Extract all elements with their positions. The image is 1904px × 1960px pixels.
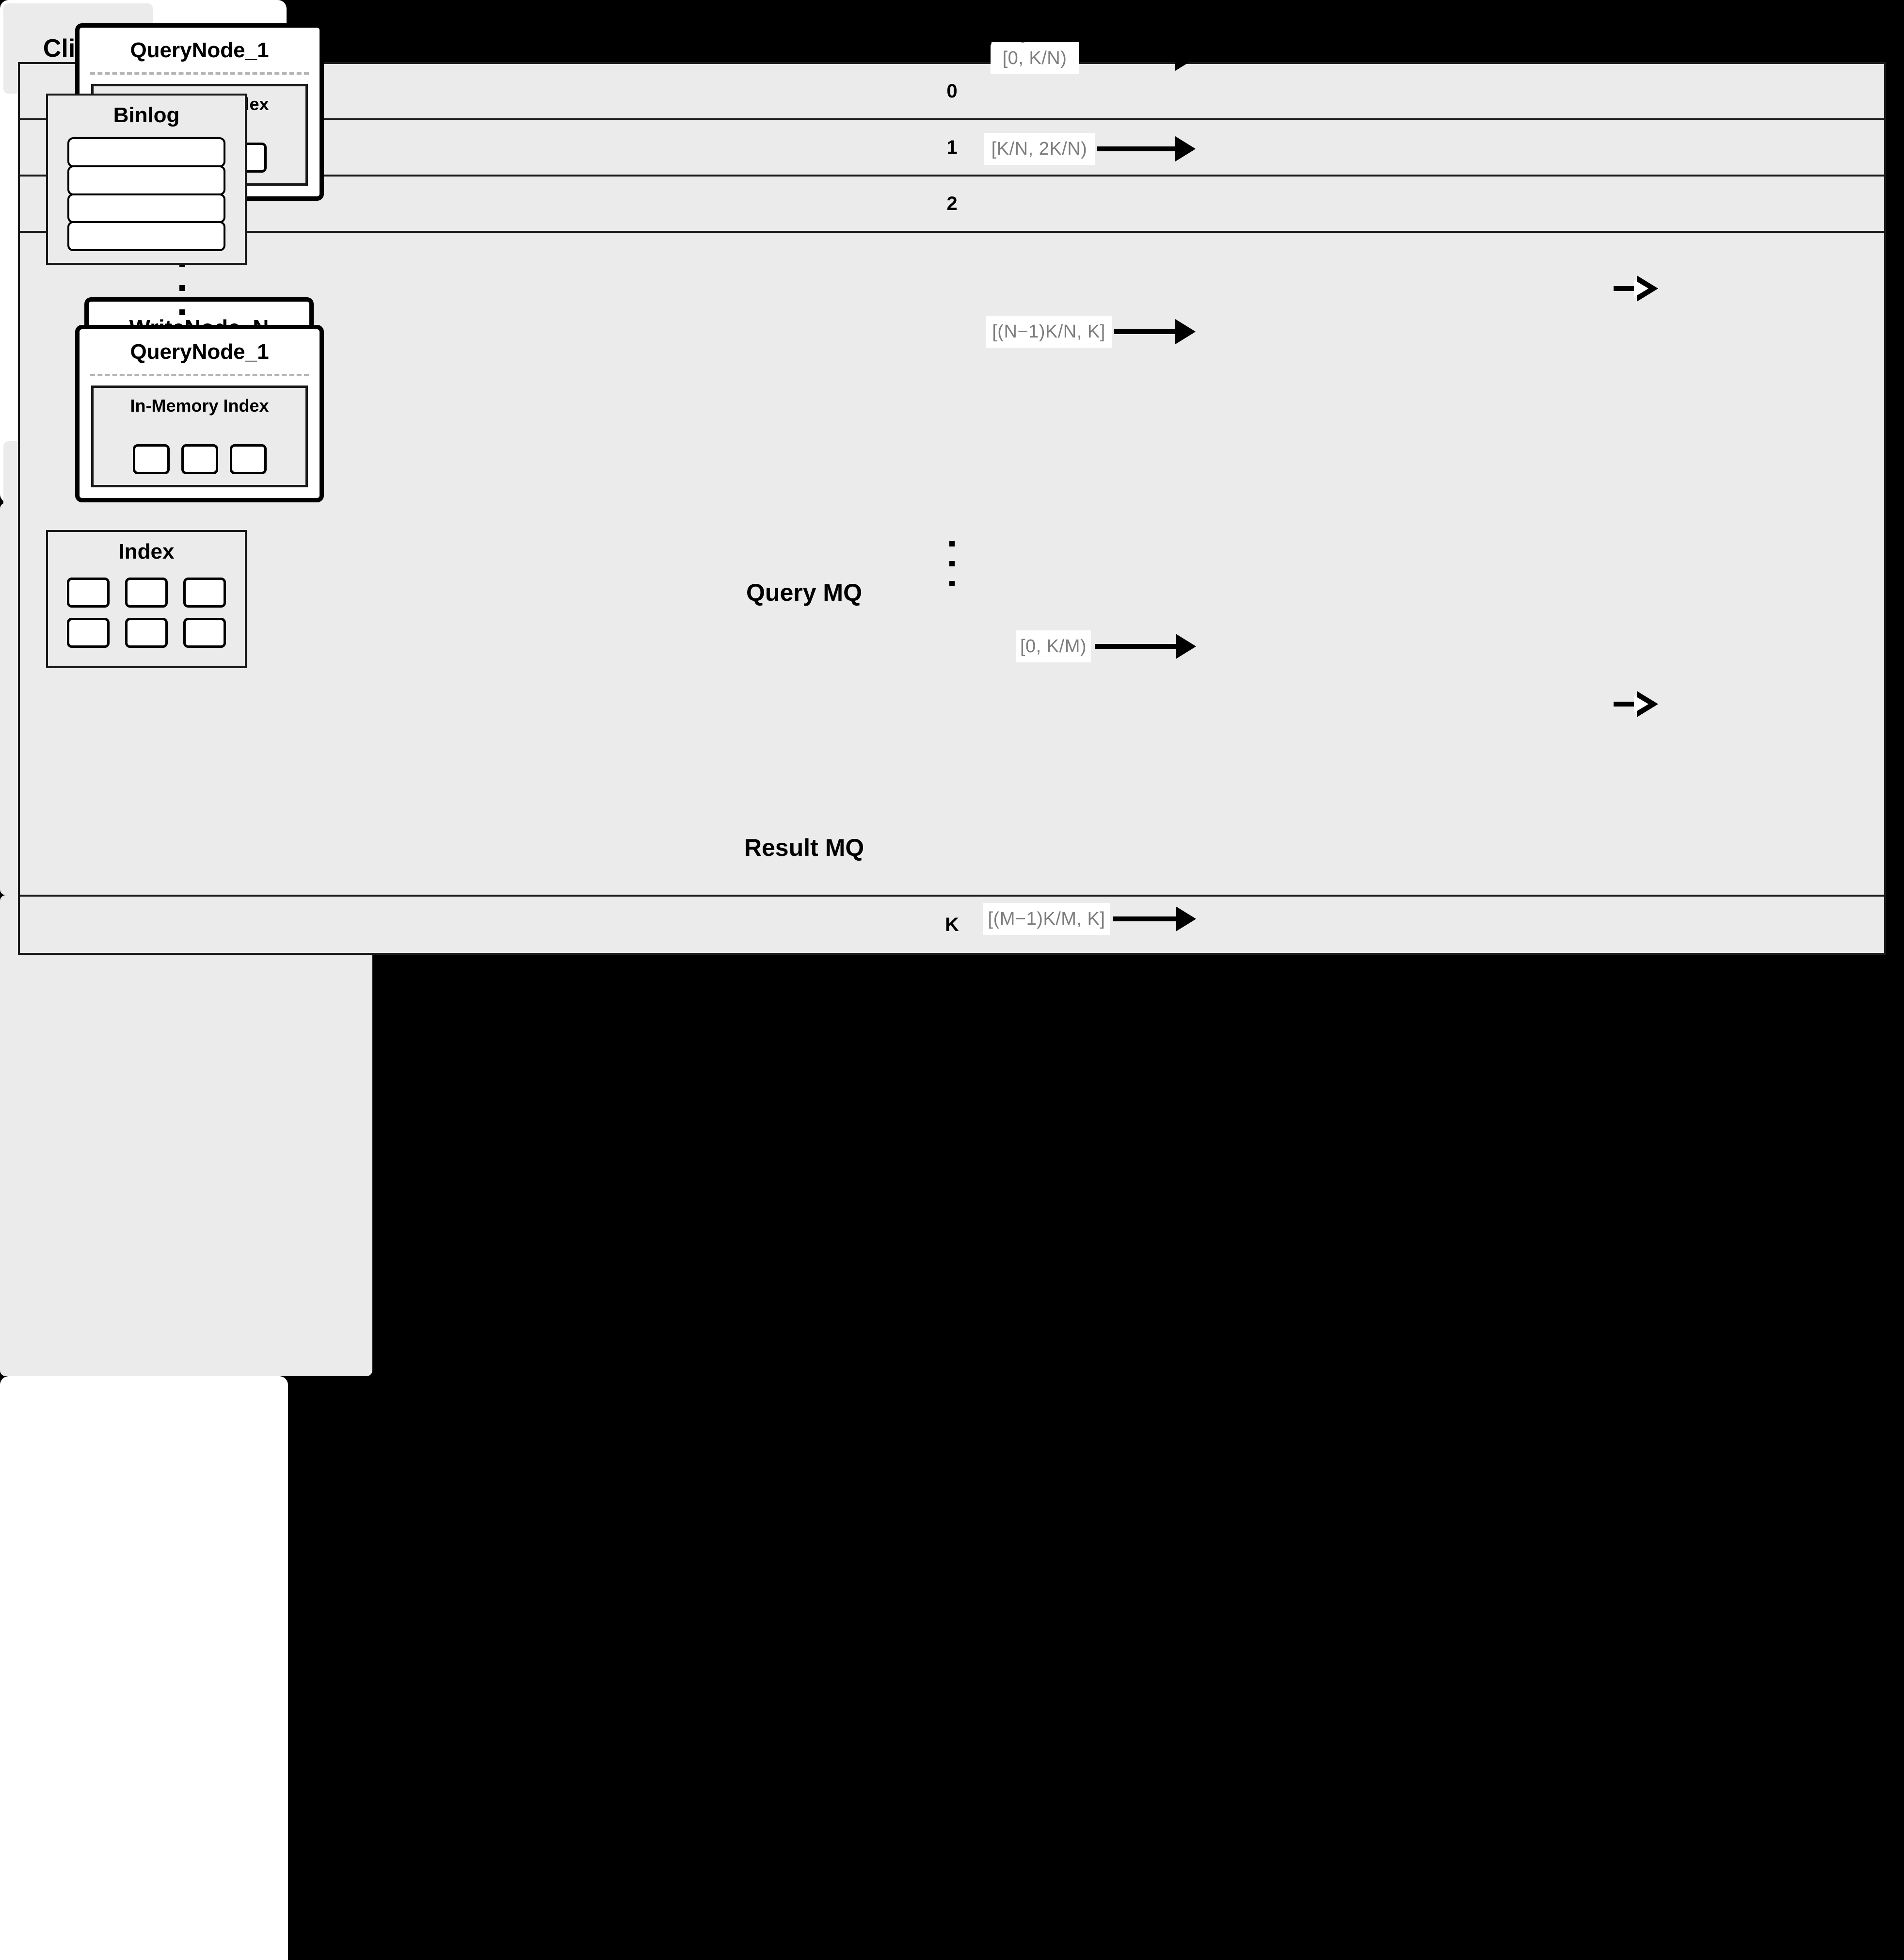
arrow-line-index: [1614, 702, 1637, 707]
arrow-head-index-open: [1634, 691, 1658, 717]
query-node-1-label: QueryNode_1: [130, 38, 269, 62]
result-mq-box[interactable]: Result MQ: [700, 816, 909, 879]
wal-entry-last: K: [945, 914, 959, 935]
query-node-group: QueryNode_1 In-Memory Index QueryNode_1 …: [0, 23, 372, 1376]
query-node-2-range-tag: [(M−1)K/M, K]: [983, 903, 1110, 935]
query-node-1-divider: [90, 72, 309, 75]
index-cell: [229, 444, 267, 474]
index-cell: [181, 444, 218, 474]
query-node-2-label: QueryNode_1: [130, 340, 269, 364]
binlog-row: [67, 165, 225, 195]
arrow-line-write-n: [1114, 329, 1175, 334]
binlog-row: [67, 137, 225, 167]
query-node-2-divider: [90, 374, 309, 376]
query-node-1-range-tag: [0, K/M): [1016, 630, 1091, 662]
arrow-line-query-2: [1113, 916, 1176, 921]
query-mq-label: Query MQ: [746, 579, 862, 606]
wal-entry-2: 2: [20, 177, 1884, 233]
query-mq-box[interactable]: Query MQ: [700, 561, 909, 624]
index-grid: [63, 577, 230, 649]
store-engine-panel: Store Engine Binlog Index: [0, 20, 1030, 1960]
arrow-head-query-1: [1176, 634, 1196, 659]
index-section: Index: [46, 530, 247, 668]
query-node-ellipsis-icon: [179, 261, 185, 315]
write-node-n-range-tag: [(N−1)K/N, K]: [986, 316, 1112, 348]
index-title: Index: [118, 540, 175, 563]
query-node-2-index-title: In-Memory Index: [130, 396, 269, 416]
binlog-row: [67, 221, 225, 251]
query-node-2-in-memory-index: In-Memory Index: [91, 386, 308, 487]
index-cell: [67, 578, 110, 608]
binlog-section: Binlog: [46, 94, 247, 265]
arrow-head-write-n: [1175, 319, 1196, 344]
arrow-line-binlog: [1614, 286, 1637, 291]
arrow-head-write-1: [1175, 46, 1196, 71]
index-cell: [183, 578, 226, 608]
query-node-2[interactable]: QueryNode_1 In-Memory Index: [75, 325, 324, 502]
binlog-row: [67, 193, 225, 224]
arrow-head-query-2: [1176, 906, 1196, 932]
wal-entry-ellipsis: [20, 233, 1884, 897]
wal-entry-0: 0: [20, 64, 1884, 120]
arrow-line-write-1: [1083, 56, 1175, 61]
query-node-2-index-cells: [94, 444, 305, 474]
index-cell: [125, 617, 168, 648]
store-engine-title: Store Engine: [874, 20, 1030, 48]
arrow-head-write-2: [1175, 136, 1196, 161]
index-cell: [183, 617, 226, 648]
arrow-line-query-1: [1095, 644, 1176, 649]
index-cell: [132, 444, 170, 474]
index-cell: [67, 617, 110, 648]
binlog-rows: [67, 137, 225, 251]
arrow-line-write-2: [1097, 146, 1175, 151]
write-node-2-range-tag: [K/N, 2K/N): [984, 133, 1095, 165]
write-node-1-range-tag: [0, K/N): [991, 42, 1079, 74]
vertical-dots-icon: [949, 541, 955, 586]
wal-entry-table: 0 1 2 K: [18, 62, 1886, 955]
arrow-head-binlog-open: [1634, 275, 1658, 302]
wal-title: WAL: [924, 21, 980, 49]
result-mq-label: Result MQ: [744, 834, 864, 861]
wal-entry-1: 1: [20, 120, 1884, 177]
binlog-title: Binlog: [113, 103, 180, 127]
index-cell: [125, 578, 168, 608]
